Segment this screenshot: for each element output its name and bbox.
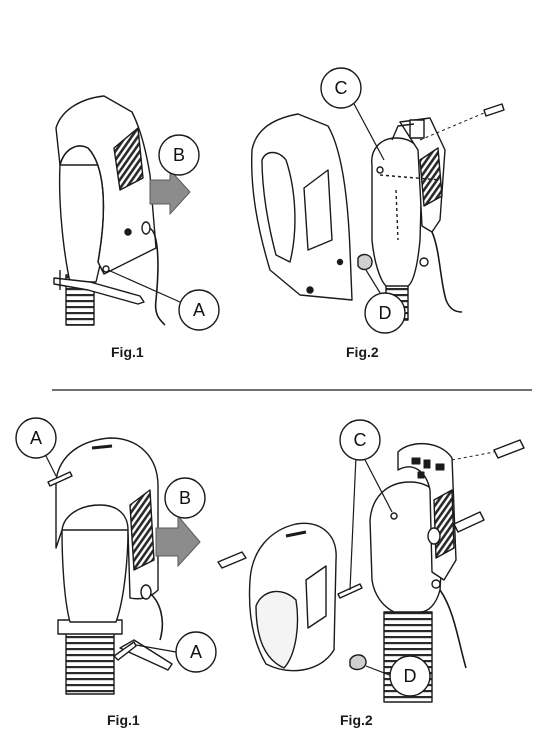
power-cord xyxy=(439,589,467,669)
power-cord xyxy=(431,231,463,313)
screw-hole xyxy=(124,228,132,236)
vent-grill xyxy=(113,127,144,191)
board-grill xyxy=(419,147,443,207)
svg-text:C: C xyxy=(354,430,367,450)
top-callout-d: D xyxy=(364,269,406,334)
screw-c xyxy=(390,512,398,520)
bottom-fig1-dryer-assembled xyxy=(47,437,173,695)
svg-text:A: A xyxy=(193,300,205,320)
top-callout-b: B xyxy=(158,134,200,176)
bottom-fig2-caption: Fig.2 xyxy=(340,712,373,728)
screw-c-lower xyxy=(337,583,363,599)
bottom-callout-d: D xyxy=(365,655,431,697)
svg-text:A: A xyxy=(30,428,42,448)
screw xyxy=(102,265,110,273)
rubber-plug xyxy=(349,654,367,671)
bottom-callout-a-bottom: A xyxy=(135,631,217,673)
top-fig2-caption: Fig.2 xyxy=(346,344,379,360)
board-grill xyxy=(433,489,455,559)
wall-anchor-upper xyxy=(493,439,525,459)
screw-top xyxy=(47,471,73,487)
dryer-unit xyxy=(371,137,423,287)
cover-window xyxy=(305,565,327,629)
svg-text:D: D xyxy=(404,666,417,686)
bottom-callout-c: C xyxy=(339,419,393,591)
top-callout-a: A xyxy=(107,269,220,331)
top-fig1-dryer-assembled xyxy=(53,95,166,326)
wall-anchor-lower xyxy=(453,511,485,533)
cover-window xyxy=(303,169,333,251)
power-cord xyxy=(147,591,164,641)
power-cord xyxy=(147,227,166,326)
circuit-components xyxy=(411,457,445,479)
svg-text:B: B xyxy=(179,488,191,508)
screwdriver xyxy=(119,639,173,671)
top-fig2-cover-removed xyxy=(251,103,505,321)
top-arrow-b xyxy=(149,168,191,216)
svg-text:A: A xyxy=(190,642,202,662)
svg-text:D: D xyxy=(379,303,392,323)
screw-bottom xyxy=(113,641,137,661)
bottom-arrow-b xyxy=(155,514,201,568)
svg-text:B: B xyxy=(173,145,185,165)
rubber-plug xyxy=(357,253,373,271)
vent-grill xyxy=(129,489,155,571)
hose xyxy=(65,623,115,695)
top-callout-c: C xyxy=(320,67,385,161)
bottom-callout-b: B xyxy=(164,477,206,519)
dryer-body xyxy=(61,529,129,623)
screw-c xyxy=(376,166,384,174)
svg-text:C: C xyxy=(335,78,348,98)
cover-trim-piece xyxy=(217,551,247,569)
bottom-fig1-caption: Fig.1 xyxy=(107,712,140,728)
wall-anchor xyxy=(483,103,505,117)
bottom-fig2-cover-removed xyxy=(217,439,525,703)
bottom-callout-a-top: A xyxy=(15,417,57,477)
top-fig1-caption: Fig.1 xyxy=(111,344,144,360)
